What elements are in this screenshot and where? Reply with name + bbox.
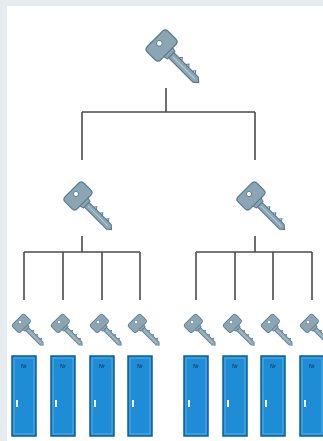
master-key-icon xyxy=(236,181,286,231)
door-label: Nr xyxy=(21,364,28,370)
door-icon: Nr xyxy=(89,355,115,437)
door-icon: Nr xyxy=(127,355,153,437)
door-label: Nr xyxy=(309,364,316,370)
key-icon xyxy=(183,313,216,346)
key-icon xyxy=(50,313,83,346)
door-icon: Nr xyxy=(222,355,248,437)
door-label: Nr xyxy=(99,364,106,370)
door-label: Nr xyxy=(193,364,200,370)
key-icon xyxy=(127,313,160,346)
door-icon: Nr xyxy=(183,355,209,437)
door-label: Nr xyxy=(270,364,277,370)
door-icon: Nr xyxy=(11,355,37,437)
key-icon xyxy=(222,313,255,346)
door-label: Nr xyxy=(60,364,67,370)
grand-master-key-icon xyxy=(145,29,200,84)
key-icon xyxy=(260,313,293,346)
door-label: Nr xyxy=(232,364,239,370)
key-icon xyxy=(11,313,44,346)
door-icon: Nr xyxy=(299,355,323,437)
key-icon xyxy=(299,313,323,346)
door-icon: Nr xyxy=(50,355,76,437)
master-key-icon xyxy=(63,181,113,231)
door-label: Nr xyxy=(137,364,144,370)
door-icon: Nr xyxy=(260,355,286,437)
key-icon xyxy=(89,313,122,346)
